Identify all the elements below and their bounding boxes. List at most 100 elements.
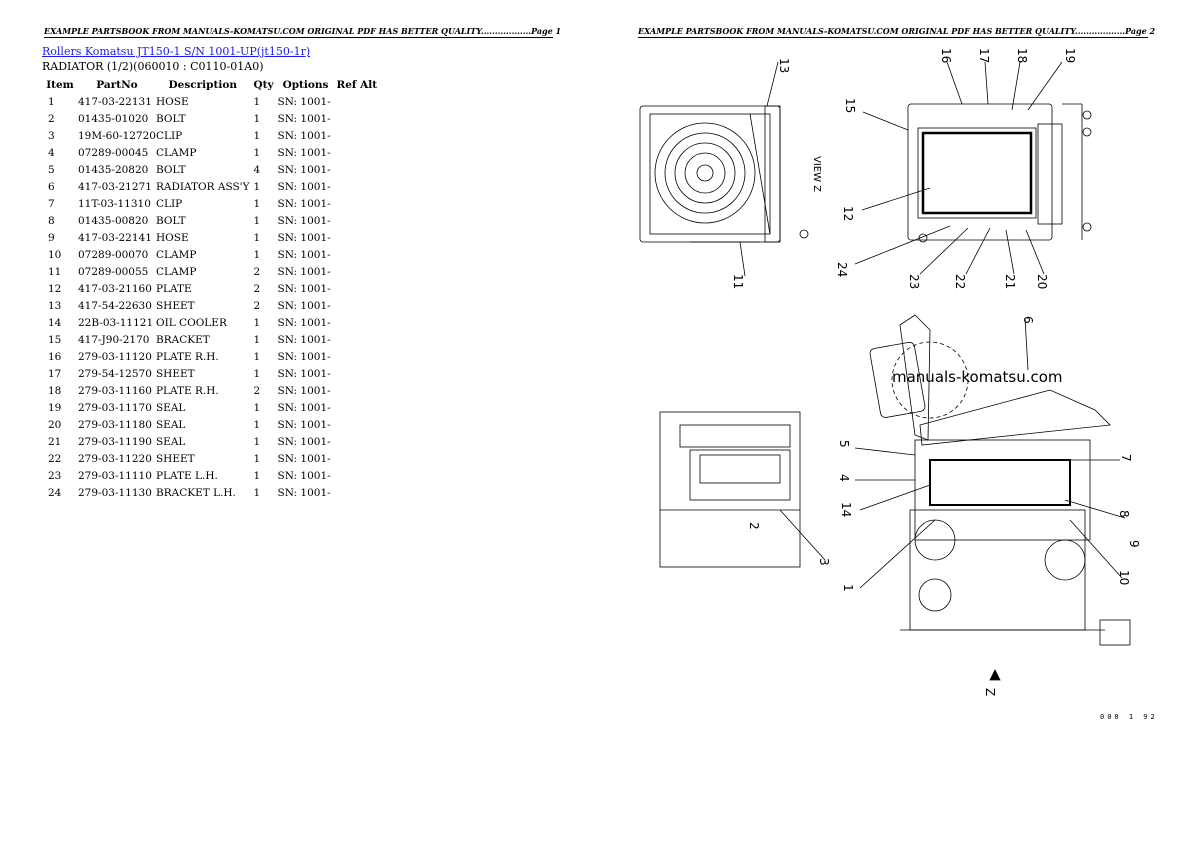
radiator-core-view xyxy=(854,61,1092,275)
cell-partno: 01435-01020 xyxy=(78,112,149,125)
cell-item: 15 xyxy=(48,333,62,346)
cell-partno: 279-03-11190 xyxy=(78,435,152,448)
cell-item: 1 xyxy=(48,95,55,108)
cell-description: PLATE L.H. xyxy=(155,469,218,482)
cell-partno: 19M-60-12720 xyxy=(78,129,156,142)
cell-ref-alt xyxy=(334,416,381,433)
cell-description: BOLT xyxy=(155,214,186,227)
callout-9: 9 xyxy=(1127,540,1141,548)
side-section-view xyxy=(659,411,826,568)
cell-partno: 417-03-21271 xyxy=(78,180,152,193)
drawing-page-code: 000 1 92 xyxy=(1100,713,1158,721)
cell-description: BOLT xyxy=(155,163,186,176)
cell-partno: 417-54-22630 xyxy=(78,299,152,312)
column-header-description: Description xyxy=(168,78,237,91)
cell-description: SEAL xyxy=(155,418,186,431)
cell-partno: 07289-00070 xyxy=(78,248,149,261)
cell-description: CLIP xyxy=(155,197,183,210)
callout-21: 21 xyxy=(1003,274,1017,289)
callout-3: 3 xyxy=(817,558,831,566)
cell-qty: 2 xyxy=(253,265,261,278)
cell-partno: 417-03-22131 xyxy=(78,95,152,108)
cell-options: SN: 1001- xyxy=(277,265,331,278)
cell-qty: 1 xyxy=(253,350,261,363)
cell-partno: 279-03-11110 xyxy=(78,469,152,482)
callout-24: 24 xyxy=(835,262,849,277)
cell-description: SHEET xyxy=(155,299,195,312)
exploded-parts-drawing: 13 16 17 18 19 15 12 24 23 22 21 20 11 6… xyxy=(639,48,1141,696)
cell-ref-alt xyxy=(334,433,381,450)
cell-item: 23 xyxy=(48,469,62,482)
cell-description: SHEET xyxy=(155,452,195,465)
cell-ref-alt xyxy=(334,263,381,280)
cell-qty: 1 xyxy=(253,146,261,159)
cell-description: SEAL xyxy=(155,435,186,448)
cell-description: BOLT xyxy=(155,112,186,125)
cell-item: 10 xyxy=(48,248,62,261)
cell-item: 11 xyxy=(48,265,62,278)
model-title-link[interactable]: Rollers Komatsu JT150-1 S/N 1001-UP(jt15… xyxy=(42,45,311,58)
cell-options: SN: 1001- xyxy=(277,129,331,142)
cell-description: SHEET xyxy=(155,367,195,380)
cell-ref-alt xyxy=(334,467,381,484)
cell-description: CLAMP xyxy=(155,146,197,159)
callout-2: 2 xyxy=(747,522,761,530)
cell-options: SN: 1001- xyxy=(277,401,331,414)
section-subtitle: RADIATOR (1/2)(060010 : C0110-01A0) xyxy=(42,60,264,73)
cell-ref-alt xyxy=(334,127,381,144)
view-z-label: VIEW Z xyxy=(811,156,822,192)
callout-18: 18 xyxy=(1015,48,1029,63)
cell-qty: 1 xyxy=(253,401,261,414)
cell-description: PLATE R.H. xyxy=(155,384,219,397)
cell-ref-alt xyxy=(334,93,381,110)
cell-qty: 1 xyxy=(253,418,261,431)
cell-ref-alt xyxy=(334,161,381,178)
cell-options: SN: 1001- xyxy=(277,282,331,295)
cell-partno: 279-03-11170 xyxy=(78,401,152,414)
cell-description: BRACKET xyxy=(155,333,210,346)
cell-options: SN: 1001- xyxy=(277,231,331,244)
cell-description: HOSE xyxy=(155,231,189,244)
callout-15: 15 xyxy=(843,98,857,113)
cell-description: PLATE R.H. xyxy=(155,350,219,363)
cell-item: 7 xyxy=(48,197,55,210)
cell-item: 16 xyxy=(48,350,62,363)
cell-options: SN: 1001- xyxy=(277,214,331,227)
cell-qty: 1 xyxy=(253,435,261,448)
cell-partno: 01435-00820 xyxy=(78,214,149,227)
cell-qty: 1 xyxy=(253,180,261,193)
cell-description: OIL COOLER xyxy=(155,316,227,329)
callout-14: 14 xyxy=(839,502,853,517)
cell-ref-alt xyxy=(334,144,381,161)
cell-options: SN: 1001- xyxy=(277,316,331,329)
cell-options: SN: 1001- xyxy=(277,112,331,125)
cell-ref-alt xyxy=(334,297,381,314)
callout-10: 10 xyxy=(1117,570,1131,585)
cell-qty: 1 xyxy=(253,248,261,261)
cell-description: CLAMP xyxy=(155,248,197,261)
cell-qty: 1 xyxy=(253,333,261,346)
callout-23: 23 xyxy=(907,274,921,289)
fan-shroud-view xyxy=(639,61,809,277)
cell-item: 3 xyxy=(48,129,55,142)
cell-ref-alt xyxy=(334,195,381,212)
cell-partno: 279-03-11160 xyxy=(78,384,152,397)
cell-options: SN: 1001- xyxy=(277,367,331,380)
cell-ref-alt xyxy=(334,314,381,331)
callout-12: 12 xyxy=(841,206,855,221)
page-header-left: EXAMPLE PARTSBOOK FROM MANUALS-KOMATSU.C… xyxy=(44,26,562,38)
callout-5: 5 xyxy=(837,440,851,448)
callout-13: 13 xyxy=(777,58,791,73)
cell-item: 22 xyxy=(48,452,62,465)
